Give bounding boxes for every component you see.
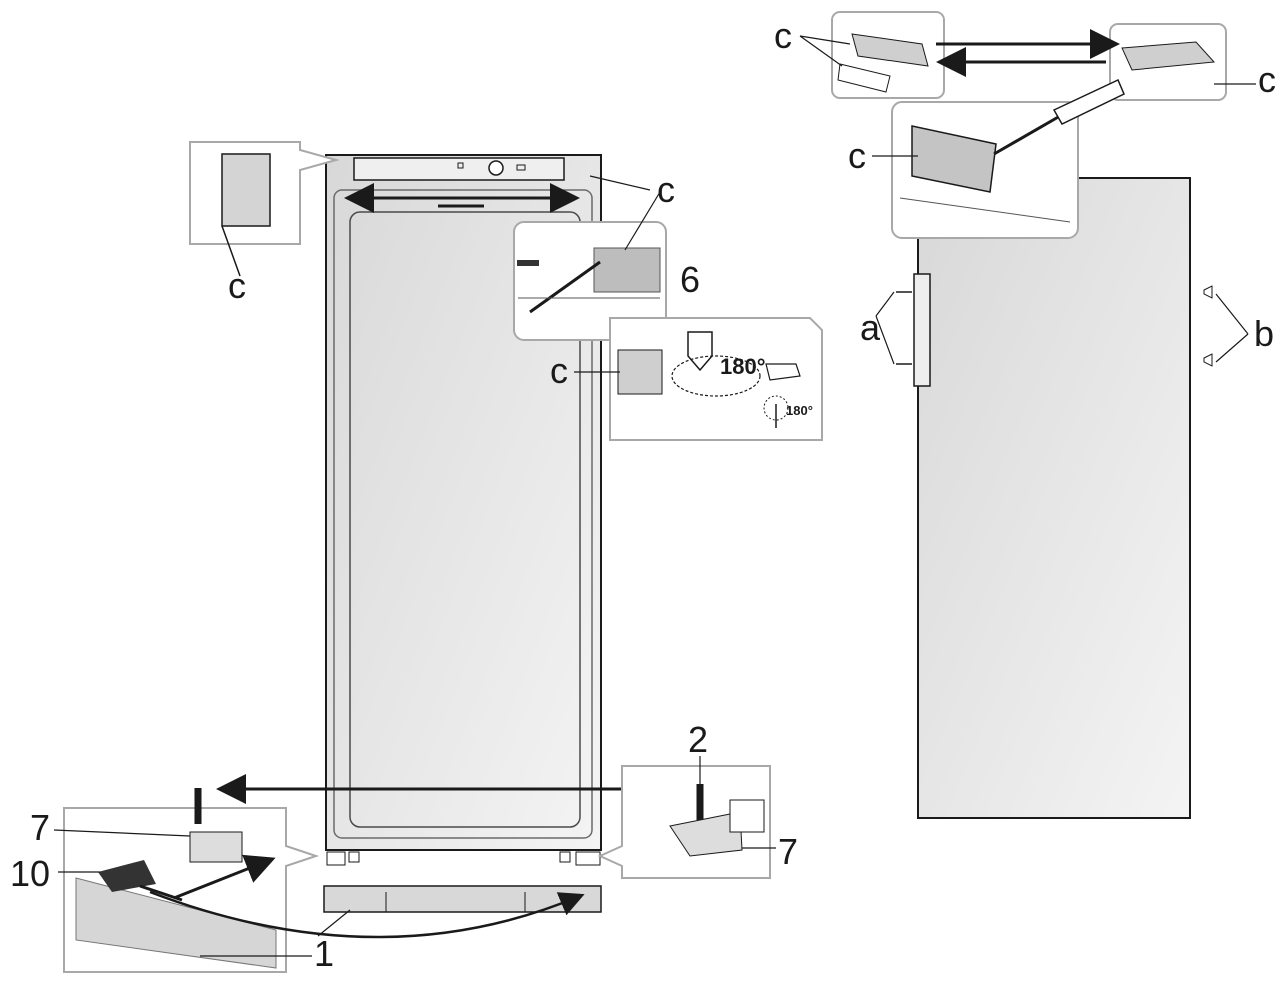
label-7-right: 7 <box>778 831 798 872</box>
hinge-block-right-2 <box>559 851 571 863</box>
inset-bottom-left-hinge: 7 10 1 <box>10 788 585 974</box>
plinth-cover <box>323 885 602 913</box>
label-1: 1 <box>314 933 334 974</box>
indicator-light <box>457 162 464 169</box>
inset-screwdriver-panel: c 6 <box>513 169 700 341</box>
label-c-removal: c <box>848 135 866 176</box>
label-b: b <box>1254 313 1274 354</box>
inset-cover-removal: c <box>848 78 1125 239</box>
angle-180-small: 180° <box>786 403 813 418</box>
indicator-slot <box>516 164 526 171</box>
label-c-swap-right: c <box>1258 59 1276 100</box>
label-6: 6 <box>680 259 700 300</box>
hinge-block-left-2 <box>348 851 360 863</box>
cover-part <box>221 153 271 227</box>
label-c-hinge: c <box>550 350 568 391</box>
hinge-block-right <box>575 851 601 866</box>
angle-180-large: 180° <box>720 354 766 379</box>
appliance-right-door: a b <box>860 177 1274 819</box>
label-c-swap-left: c <box>774 15 792 56</box>
label-7-left: 7 <box>30 807 50 848</box>
label-10: 10 <box>10 853 50 894</box>
label-2: 2 <box>688 719 708 760</box>
door-handle <box>913 273 931 387</box>
inset-hinge-rotation: 180° 180° c <box>550 317 823 441</box>
inset-top-cover: c <box>189 141 340 306</box>
label-c-top-left: c <box>228 265 246 306</box>
label-c-panel: c <box>657 169 675 210</box>
handle-screws <box>896 291 912 365</box>
label-a: a <box>860 307 881 348</box>
inset-bottom-right-hinge: 2 7 <box>597 719 798 879</box>
control-knob <box>488 160 504 176</box>
hole-plugs <box>1203 285 1213 367</box>
inset-cover-swap: c c <box>774 11 1276 101</box>
control-panel <box>353 157 565 181</box>
hinge-block-left <box>326 851 346 866</box>
door-panel <box>917 177 1191 819</box>
